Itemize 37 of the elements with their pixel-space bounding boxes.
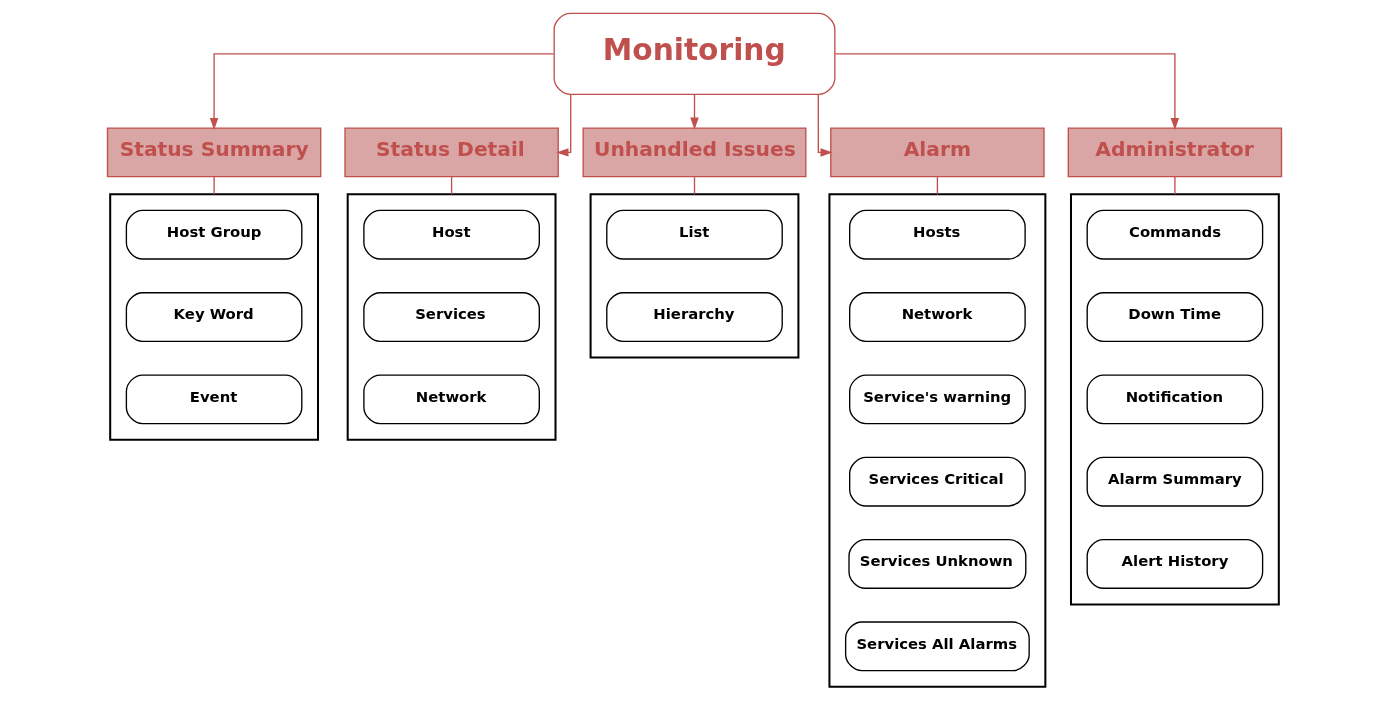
connector — [213, 176, 215, 195]
connector — [1174, 176, 1176, 195]
node-box: Services — [363, 292, 540, 342]
cluster — [1070, 193, 1280, 606]
arrow — [817, 93, 833, 157]
node-box: Status Summary — [106, 127, 322, 178]
cluster — [346, 193, 557, 441]
node-box: Monitoring — [553, 12, 836, 96]
node-box: Host Group — [125, 209, 303, 260]
arrow — [209, 53, 555, 131]
node-box: Host — [363, 209, 540, 260]
cluster — [828, 193, 1047, 688]
node-box: Network — [363, 374, 540, 425]
cluster — [589, 193, 800, 359]
node-box: Services All Alarms — [844, 621, 1030, 672]
node-box: List — [606, 209, 783, 260]
node-box: Administrator — [1067, 127, 1283, 178]
node-box: Alarm Summary — [1086, 456, 1264, 507]
arrow — [690, 93, 699, 130]
node-box: Hosts — [849, 209, 1026, 260]
node-box: Services Unknown — [848, 539, 1027, 589]
node-box: Alarm — [830, 127, 1045, 178]
node-box: Network — [849, 292, 1026, 342]
node-box: Services Critical — [849, 456, 1026, 507]
arrow — [556, 93, 572, 157]
node-box: Status Detail — [344, 127, 559, 178]
cluster — [109, 193, 319, 441]
node-box: Down Time — [1086, 292, 1264, 342]
node-box: Service's warning — [849, 374, 1026, 425]
node-box: Hierarchy — [606, 292, 783, 342]
arrow — [834, 53, 1180, 131]
node-box: Notification — [1086, 374, 1264, 425]
node-box: Event — [125, 374, 303, 425]
node-box: Unhandled Issues — [582, 127, 807, 178]
node-box: Alert History — [1086, 539, 1264, 589]
node-box: Key Word — [125, 292, 303, 342]
node-box: Commands — [1086, 209, 1264, 260]
